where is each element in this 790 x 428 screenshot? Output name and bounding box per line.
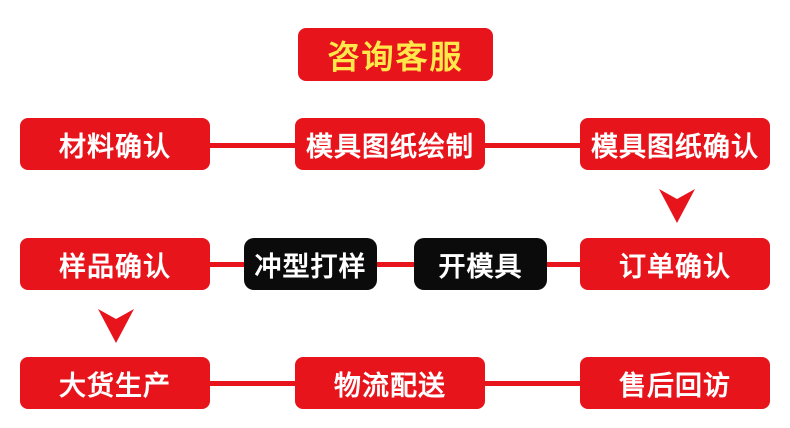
- page-title: 咨询客服: [298, 28, 493, 81]
- step-logistics: 物流配送: [295, 357, 485, 409]
- step-mold-drawing-confirm: 模具图纸确认: [580, 118, 770, 170]
- chevron-down-icon: [659, 189, 695, 223]
- step-mold-drawing: 模具图纸绘制: [295, 118, 485, 170]
- step-punch-sample: 冲型打样: [244, 238, 377, 290]
- chevron-down-icon: [98, 309, 134, 343]
- step-sample-confirm: 样品确认: [20, 238, 210, 290]
- step-order-confirm: 订单确认: [580, 238, 770, 290]
- step-material-confirm: 材料确认: [20, 118, 210, 170]
- step-after-sales: 售后回访: [580, 357, 770, 409]
- step-open-mold: 开模具: [414, 238, 547, 290]
- connector-row2: [200, 262, 600, 267]
- step-mass-production: 大货生产: [20, 357, 210, 409]
